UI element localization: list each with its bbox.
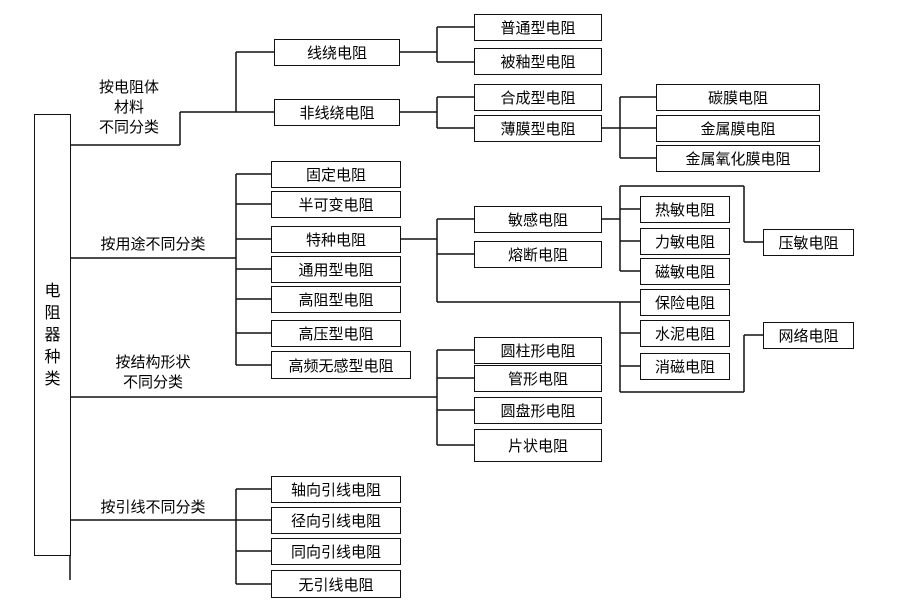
node-nonwirewound: 非线绕电阻	[274, 99, 400, 126]
root-char: 类	[44, 369, 61, 388]
node-network: 网络电阻	[763, 322, 854, 349]
node-usage-item: 高阻型电阻	[271, 286, 401, 313]
node-sensitive-child: 热敏电阻	[640, 196, 730, 223]
node-nonwirewound-child: 薄膜型电阻	[474, 115, 602, 142]
node-structure-item: 圆盘形电阻	[474, 397, 602, 424]
category-label-usage: 按用途不同分类	[100, 235, 206, 253]
node-wirewound: 线绕电阻	[274, 39, 400, 66]
root-char: 阻	[44, 303, 61, 322]
node-film-child: 金属氧化膜电阻	[656, 145, 820, 172]
root-char: 器	[44, 325, 61, 344]
category-label-material: 按电阻体 材料 不同分类	[98, 78, 159, 136]
root-node-resistor-types: 电 阻 器 种 类	[34, 114, 71, 556]
node-usage-item: 高压型电阻	[271, 320, 401, 347]
node-structure-item: 管形电阻	[474, 365, 602, 392]
node-sensitive-child: 磁敏电阻	[640, 258, 730, 285]
node-wirewound-child: 普通型电阻	[474, 14, 602, 41]
node-structure-item: 片状电阻	[474, 429, 602, 462]
node-structure-item: 圆柱形电阻	[474, 337, 602, 364]
node-fuse-child: 消磁电阻	[640, 353, 730, 380]
node-lead-item: 同向引线电阻	[271, 538, 401, 565]
node-fuse-child: 水泥电阻	[640, 320, 730, 347]
root-char: 电	[44, 281, 61, 300]
node-lead-item: 轴向引线电阻	[271, 476, 401, 503]
node-film-child: 碳膜电阻	[656, 84, 820, 111]
node-lead-item: 径向引线电阻	[271, 507, 401, 534]
node-lead-item: 无引线电阻	[271, 570, 401, 598]
node-sensitive-child: 力敏电阻	[640, 228, 730, 255]
node-usage-item: 通用型电阻	[271, 256, 401, 283]
node-usage-item: 半可变电阻	[271, 191, 401, 218]
root-char: 种	[44, 347, 61, 366]
node-film-child: 金属膜电阻	[656, 115, 820, 142]
node-usage-item: 固定电阻	[271, 161, 401, 188]
node-special-child: 敏感电阻	[474, 206, 602, 233]
node-nonwirewound-child: 合成型电阻	[474, 84, 602, 111]
node-wirewound-child: 被釉型电阻	[474, 48, 602, 75]
category-label-structure: 按结构形状 不同分类	[115, 353, 191, 391]
node-fuse-child: 保险电阻	[640, 289, 730, 316]
node-special-child: 熔断电阻	[474, 241, 602, 268]
node-usage-item: 特种电阻	[271, 226, 401, 253]
node-usage-item: 高频无感型电阻	[271, 351, 411, 379]
category-label-lead: 按引线不同分类	[100, 498, 206, 516]
node-pressure-sensitive: 压敏电阻	[763, 229, 854, 256]
